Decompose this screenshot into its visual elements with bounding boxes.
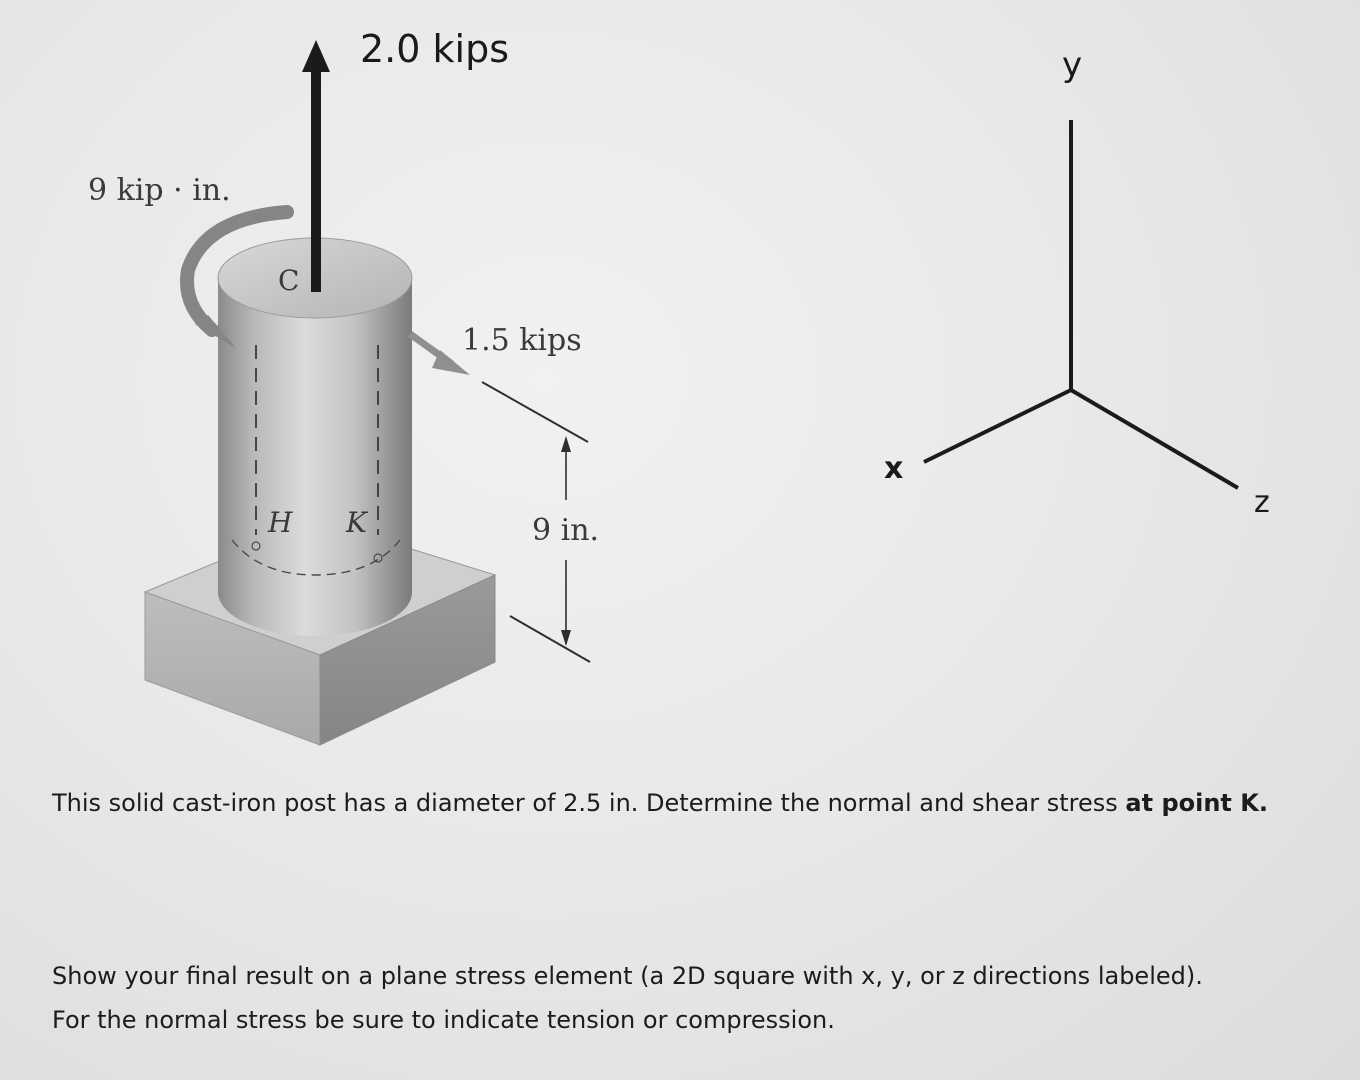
section-curve xyxy=(231,539,401,576)
shear-force-arrow xyxy=(407,331,470,375)
instructions-line-2: For the normal stress be sure to indicat… xyxy=(52,1006,835,1034)
base-right-face xyxy=(319,574,496,746)
dimension-9in xyxy=(481,381,591,663)
post-body xyxy=(218,278,412,636)
axial-force-label: 2.0 kips xyxy=(360,27,509,71)
z-axis-line xyxy=(1069,388,1240,490)
point-k-label: K xyxy=(345,506,369,539)
axial-force-arrow xyxy=(302,40,330,292)
point-h-marker xyxy=(251,541,261,551)
y-axis-label: y xyxy=(1062,45,1082,85)
cast-iron-post xyxy=(217,237,413,636)
z-axis-label: z xyxy=(1254,485,1270,520)
torque-label: 9 kip · in. xyxy=(88,173,231,208)
statement-text: This solid cast-iron post has a diameter… xyxy=(52,789,1126,817)
torque-arrow xyxy=(180,205,294,348)
x-axis-label: x xyxy=(884,451,903,486)
point-k-marker xyxy=(373,553,383,563)
problem-instructions: Show your final result on a plane stress… xyxy=(52,954,1332,1042)
instructions-line-1: Show your final result on a plane stress… xyxy=(52,962,1203,990)
shear-force-label: 1.5 kips xyxy=(462,323,582,358)
distance-label: 9 in. xyxy=(532,513,599,548)
statement-bold-text: at point K. xyxy=(1125,789,1268,817)
problem-statement: This solid cast-iron post has a diameter… xyxy=(52,782,1312,824)
x-axis-line xyxy=(923,388,1072,464)
point-c-label: C xyxy=(278,264,299,297)
coordinate-axes xyxy=(923,120,1240,490)
point-h-label: H xyxy=(267,506,293,539)
